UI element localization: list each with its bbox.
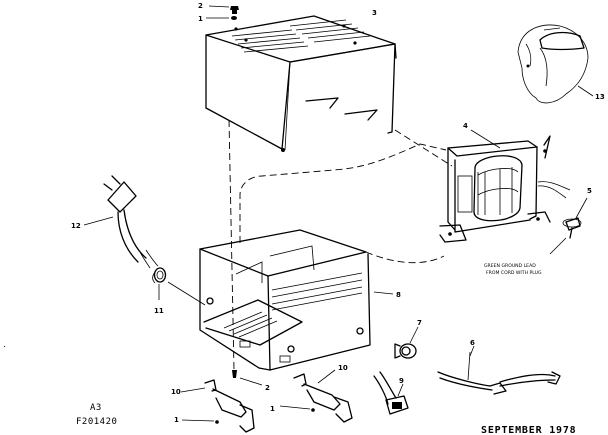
callout-10b-label: 10	[338, 364, 348, 372]
callout-4-label: 4	[463, 122, 468, 130]
note-line-1: GREEN GROUND LEAD	[484, 263, 536, 269]
base-chassis-part	[199, 229, 371, 371]
callout-1a-label: 2	[198, 2, 203, 10]
power-cord-plug-part	[103, 175, 159, 269]
callout-12-label: 12	[71, 222, 81, 230]
callout-9-label: 9	[399, 377, 404, 385]
transformer-part	[439, 135, 571, 243]
strain-relief-part	[152, 267, 167, 284]
bottom-washer-left-part	[215, 420, 219, 424]
top-cover-part	[205, 15, 397, 152]
welder-helmet-figure	[517, 24, 589, 104]
callout-7-label: 7	[417, 319, 422, 327]
foot-bracket-left-part	[204, 379, 255, 433]
assembly-guide-lines	[228, 119, 453, 371]
callout-8-label: 8	[396, 291, 401, 299]
callout-11-label: 11	[154, 307, 164, 315]
callout-6-label: 6	[470, 339, 475, 347]
ground-lead-note: GREEN GROUND LEAD FROM CORD WITH PLUG	[484, 263, 542, 276]
callout-1c-label: 1	[174, 416, 179, 424]
callout-5-label: 5	[587, 187, 592, 195]
callout-10a-label: 10	[171, 388, 181, 396]
publication-date: SEPTEMBER 1978	[481, 425, 577, 435]
note-line-2: FROM CORD WITH PLUG	[486, 270, 542, 276]
callout-1d-label: 1	[270, 405, 275, 413]
top-washer-part	[231, 16, 237, 20]
callout-3-label: 3	[372, 9, 377, 17]
ground-clip-part	[562, 217, 582, 239]
bottom-washer-right-part	[311, 408, 315, 412]
drawing-ref-line1: A3	[90, 403, 102, 413]
callout-1b-label: 1	[198, 15, 203, 23]
callout-13-label: 13	[595, 93, 605, 101]
electrode-cable-part	[437, 351, 561, 395]
drawing-ref-line2: F201420	[76, 417, 117, 427]
top-screw-part	[230, 6, 239, 14]
cable-clamp-part	[373, 371, 409, 415]
foot-bracket-right-part	[293, 373, 353, 423]
bottom-screw-part	[232, 370, 237, 378]
callout-2b-label: 2	[265, 384, 270, 392]
bushing-part	[394, 343, 417, 359]
